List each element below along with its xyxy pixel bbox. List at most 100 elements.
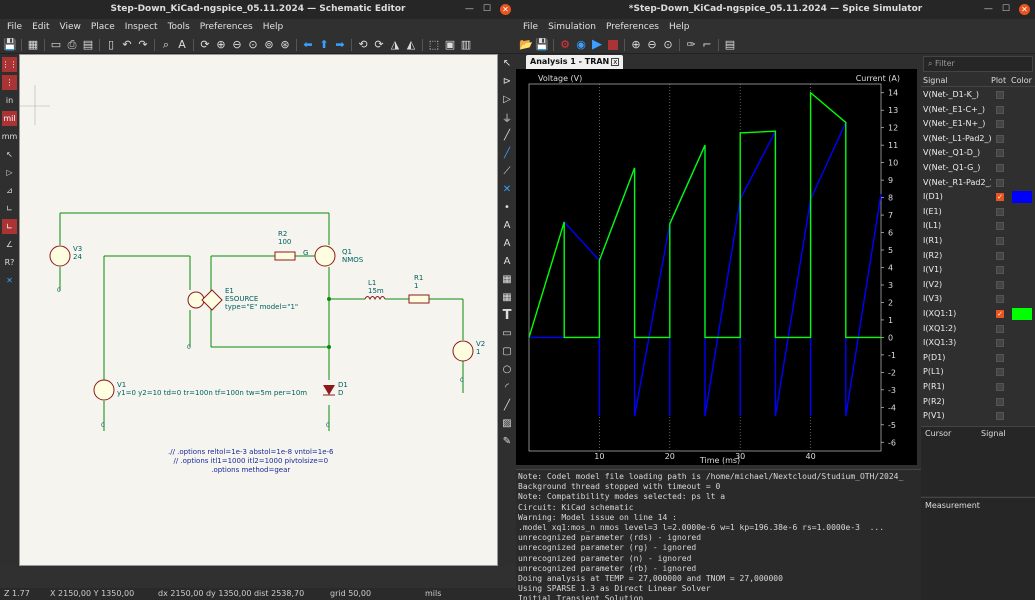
tools-icon[interactable]: ✕ bbox=[6, 276, 13, 285]
menu-edit[interactable]: Edit bbox=[32, 22, 50, 32]
import-sheet-pin-icon[interactable]: ▦ bbox=[502, 291, 512, 303]
signal-color-swatch[interactable] bbox=[1012, 308, 1032, 320]
footprint-assign-icon[interactable]: ▥ bbox=[460, 37, 472, 51]
cursor-col-header[interactable]: Cursor bbox=[925, 429, 952, 438]
textbox-icon[interactable]: ▭ bbox=[502, 327, 512, 339]
sim-zoom-in-icon[interactable]: ⊕ bbox=[631, 37, 641, 51]
signal-row[interactable]: V(Net-_E1-C+_) bbox=[921, 103, 1035, 118]
menu-view[interactable]: View bbox=[59, 22, 81, 32]
plot-checkbox[interactable]: ✓ bbox=[996, 310, 1004, 318]
signal-row[interactable]: I(L1) bbox=[921, 219, 1035, 234]
signal-color-swatch[interactable] bbox=[1012, 191, 1032, 204]
save-icon[interactable]: 💾 bbox=[3, 37, 17, 51]
signal-row[interactable]: I(V1) bbox=[921, 263, 1035, 278]
add-wire-icon[interactable]: ╱ bbox=[503, 129, 511, 141]
delete-icon[interactable]: ✎ bbox=[502, 435, 512, 447]
signal-row[interactable]: P(D1) bbox=[921, 351, 1035, 366]
sim-settings-icon[interactable]: ⚙ bbox=[560, 37, 570, 51]
signal-row[interactable]: V(Net-_L1-Pad2_) bbox=[921, 132, 1035, 147]
hier-label-icon[interactable]: A bbox=[503, 255, 511, 267]
menu-help[interactable]: Help bbox=[262, 22, 284, 32]
symbol-browser-icon[interactable]: ▣ bbox=[444, 37, 456, 51]
tune-icon[interactable]: ⌐ bbox=[702, 37, 712, 51]
sim-menu-file[interactable]: File bbox=[523, 22, 539, 32]
close-icon[interactable]: ✕ bbox=[500, 4, 511, 15]
signal-row[interactable]: V(Net-_E1-N+_) bbox=[921, 117, 1035, 132]
menu-inspect[interactable]: Inspect bbox=[124, 22, 158, 32]
image-icon[interactable]: ▨ bbox=[502, 417, 512, 429]
plot-checkbox[interactable] bbox=[996, 280, 1004, 289]
signal-row[interactable]: I(XQ1:2) bbox=[921, 322, 1035, 337]
sim-menu-help[interactable]: Help bbox=[668, 22, 690, 32]
units-mil-icon[interactable]: mil bbox=[2, 111, 17, 126]
signal-row[interactable]: I(R1) bbox=[921, 234, 1035, 249]
line-icon[interactable]: ╱ bbox=[503, 399, 511, 411]
plot-checkbox[interactable] bbox=[996, 324, 1004, 333]
plot-checkbox[interactable] bbox=[996, 207, 1004, 216]
color-col-header[interactable]: Color bbox=[1011, 76, 1032, 85]
plot-checkbox[interactable] bbox=[996, 149, 1004, 158]
wire-mode-icon[interactable]: ⊿ bbox=[6, 186, 13, 195]
plot-checkbox[interactable] bbox=[996, 134, 1004, 143]
signal-row[interactable]: I(V2) bbox=[921, 278, 1035, 293]
units-in-icon[interactable]: in bbox=[5, 96, 14, 105]
nav-back-icon[interactable]: ⬅ bbox=[303, 37, 313, 51]
menu-place[interactable]: Place bbox=[90, 22, 115, 32]
cursor-icon[interactable]: ↖ bbox=[6, 150, 13, 159]
sim-setup-icon[interactable]: ◉ bbox=[576, 37, 586, 51]
plot-col-header[interactable]: Plot bbox=[991, 76, 1007, 85]
annotate-icon[interactable]: R? bbox=[4, 258, 15, 267]
signal-row[interactable]: V(Net-_Q1-D_) bbox=[921, 146, 1035, 161]
maximize-icon[interactable]: ☐ bbox=[482, 4, 491, 14]
menu-tools[interactable]: Tools bbox=[167, 22, 190, 32]
nav-forward-icon[interactable]: ➡ bbox=[335, 37, 345, 51]
cursor-signal-col-header[interactable]: Signal bbox=[981, 429, 1006, 438]
sim-zoom-out-icon[interactable]: ⊖ bbox=[647, 37, 657, 51]
plot-checkbox[interactable] bbox=[996, 295, 1004, 304]
refresh-icon[interactable]: ⟳ bbox=[200, 37, 210, 51]
sim-minimize-icon[interactable]: — bbox=[983, 4, 993, 14]
highlight-net-icon[interactable]: ⊳ bbox=[502, 75, 512, 87]
hidden-pins-icon[interactable]: ▷ bbox=[6, 168, 13, 177]
plot-checkbox[interactable] bbox=[996, 383, 1004, 391]
zoom-objects-icon[interactable]: ⊚ bbox=[264, 37, 274, 51]
plot-checkbox[interactable] bbox=[996, 120, 1004, 129]
nav-up-icon[interactable]: ⬆ bbox=[319, 37, 329, 51]
sim-maximize-icon[interactable]: ☐ bbox=[1001, 4, 1010, 14]
circle-icon[interactable]: ○ bbox=[502, 363, 512, 375]
sim-close-icon[interactable]: ✕ bbox=[1019, 4, 1030, 15]
run-simulation-icon[interactable]: ▶ bbox=[592, 36, 602, 52]
net-label-icon[interactable]: A bbox=[503, 219, 511, 231]
open-icon[interactable]: 📂 bbox=[519, 37, 533, 51]
global-label-icon[interactable]: A bbox=[503, 237, 511, 249]
schematic-setup-icon[interactable]: ▦ bbox=[27, 37, 39, 51]
no-connect-icon[interactable]: ✕ bbox=[502, 183, 512, 195]
signal-row[interactable]: V(Net-_D1-K_) bbox=[921, 88, 1035, 103]
line-mode-45-icon[interactable]: ∟ bbox=[2, 219, 17, 234]
signal-row[interactable]: I(R2) bbox=[921, 249, 1035, 264]
table-icon[interactable]: ▢ bbox=[502, 345, 512, 357]
select-icon[interactable]: ↖ bbox=[502, 57, 512, 69]
rotate-ccw-icon[interactable]: ⟲ bbox=[358, 37, 368, 51]
line-mode-free-icon[interactable]: ∠ bbox=[5, 240, 14, 249]
redo-icon[interactable]: ↷ bbox=[138, 37, 148, 51]
page-settings-icon[interactable]: ▭ bbox=[50, 37, 62, 51]
mirror-h-icon[interactable]: ◭ bbox=[406, 37, 416, 51]
find-icon[interactable]: ⌕ bbox=[162, 37, 170, 51]
plot-checkbox[interactable] bbox=[996, 222, 1004, 231]
units-mm-icon[interactable]: mm bbox=[1, 132, 18, 141]
zoom-fit-icon[interactable]: ⊙ bbox=[248, 37, 258, 51]
stop-simulation-icon[interactable] bbox=[606, 38, 620, 52]
undo-icon[interactable]: ↶ bbox=[122, 37, 132, 51]
sim-zoom-fit-icon[interactable]: ⊙ bbox=[663, 37, 673, 51]
hier-sheet-icon[interactable]: ▦ bbox=[502, 273, 512, 285]
menu-preferences[interactable]: Preferences bbox=[199, 22, 253, 32]
plot-checkbox[interactable] bbox=[996, 266, 1004, 275]
line-mode-icon[interactable]: ∟ bbox=[6, 204, 13, 213]
paste-icon[interactable]: ▯ bbox=[107, 37, 115, 51]
measurement-header[interactable]: Measurement bbox=[925, 501, 980, 510]
signal-row[interactable]: P(R1) bbox=[921, 380, 1035, 395]
plot-checkbox[interactable]: ✓ bbox=[996, 193, 1004, 202]
